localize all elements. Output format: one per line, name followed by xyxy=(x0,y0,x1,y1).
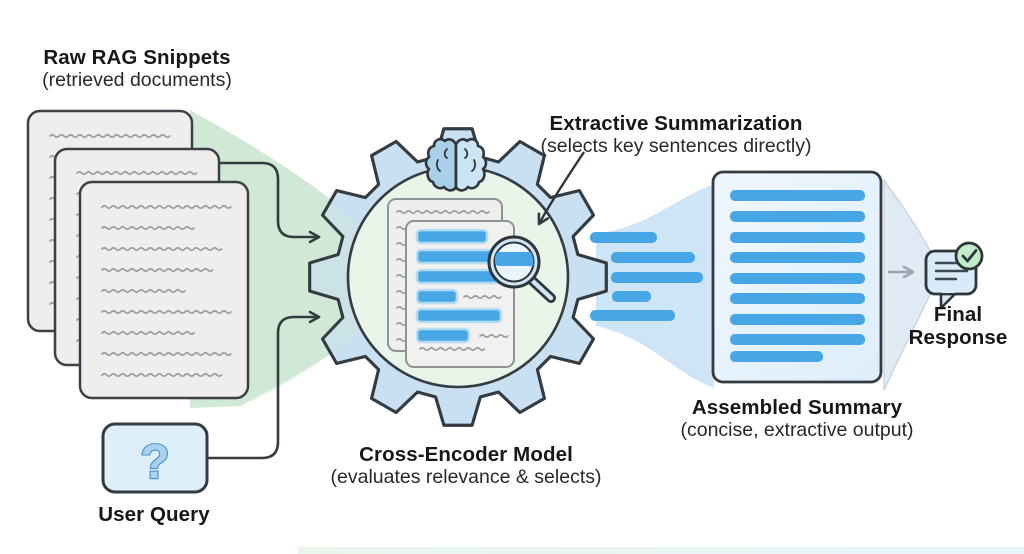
snippet-bars xyxy=(415,228,503,344)
raw-rag-subtitle: (retrieved documents) xyxy=(42,69,232,91)
label-raw-rag-snippets: Raw RAG Snippets (retrieved documents) xyxy=(42,46,232,91)
snippet-bar xyxy=(415,268,502,285)
flow-blue-expand xyxy=(596,184,714,388)
check-circle-icon xyxy=(954,241,984,271)
final-response-label: Final Response xyxy=(908,303,1008,349)
floating-snippet-bar xyxy=(590,310,675,321)
check-mark xyxy=(961,249,978,263)
cross-encoder-title: Cross-Encoder Model xyxy=(359,443,573,466)
brain-icon xyxy=(424,137,488,192)
assembled-subtitle: (concise, extractive output) xyxy=(680,419,914,441)
arrow-query-to-gear xyxy=(206,310,321,460)
extractive-subtitle: (selects key sentences directly) xyxy=(540,135,812,157)
bottom-gradient-strip xyxy=(298,547,1024,554)
ranked-snippets-documents xyxy=(387,198,515,368)
label-final-response: Final Response xyxy=(897,303,1019,349)
flow-green-tint xyxy=(250,150,362,402)
floating-snippet-bar xyxy=(611,272,703,283)
floating-snippet-bar xyxy=(612,291,651,302)
arrow-docs-to-gear xyxy=(219,161,321,244)
snippet-bar xyxy=(415,228,489,245)
summary-line-bar xyxy=(730,293,865,304)
label-assembled-summary: Assembled Summary (concise, extractive o… xyxy=(680,396,913,441)
snippet-bar xyxy=(415,327,471,344)
summary-line-bar xyxy=(730,314,865,325)
gear-outline xyxy=(308,127,608,427)
summary-line-bar xyxy=(730,252,865,263)
summary-line-bar xyxy=(730,273,865,284)
magnifier-icon xyxy=(487,235,556,303)
summary-line-bar xyxy=(730,232,865,243)
floating-snippet-bar xyxy=(611,252,695,263)
assembled-title: Assembled Summary xyxy=(691,396,903,419)
snippet-bar xyxy=(415,307,503,324)
user-query-label: User Query xyxy=(98,503,210,526)
cross-encoder-subtitle: (evaluates relevance & selects) xyxy=(330,466,602,488)
assembled-summary-document xyxy=(711,170,883,384)
floating-snippet-bar xyxy=(590,232,657,243)
extractive-title: Extractive Summarization xyxy=(549,112,803,135)
summary-line-bar xyxy=(730,211,865,222)
label-extractive-summarization: Extractive Summarization (selects key se… xyxy=(541,112,812,157)
label-user-query: User Query xyxy=(98,503,210,526)
selected-snippet-bars xyxy=(590,232,703,321)
question-mark-icon: ? xyxy=(140,436,169,489)
chat-bubble-seam xyxy=(942,289,955,293)
squiggle-text xyxy=(101,204,232,378)
final-response-icon xyxy=(924,241,984,310)
user-query-box: ? xyxy=(101,422,209,494)
magnified-snippet-bar xyxy=(495,252,534,266)
summary-line-bar xyxy=(730,190,865,201)
raw-documents-stack xyxy=(26,109,250,400)
summary-line-bar xyxy=(730,351,823,362)
arrow-label-to-magnifier xyxy=(537,151,585,226)
squiggle-text xyxy=(419,294,509,352)
label-cross-encoder: Cross-Encoder Model (evaluates relevance… xyxy=(331,443,602,488)
snippet-bar xyxy=(415,248,495,265)
raw-rag-title: Raw RAG Snippets xyxy=(43,46,231,69)
document-card xyxy=(78,180,250,400)
summary-line-bar xyxy=(730,334,865,345)
snippet-bar xyxy=(415,288,459,305)
